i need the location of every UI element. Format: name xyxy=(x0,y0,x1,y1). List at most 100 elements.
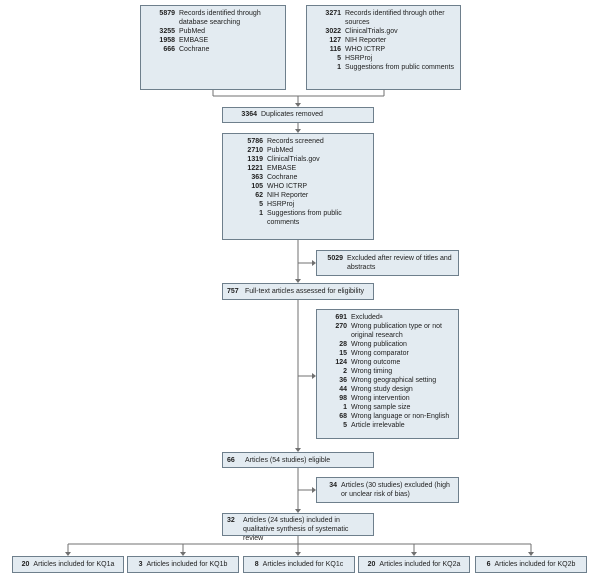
arrow xyxy=(528,552,534,556)
footnote-marker: a xyxy=(379,314,383,320)
label: Wrong geographical setting xyxy=(351,377,437,384)
count: 270 xyxy=(335,323,347,330)
arrow xyxy=(65,552,71,556)
label: Suggestions from public comments xyxy=(345,64,454,71)
label: Articles (24 studies) included in qualit… xyxy=(243,517,349,542)
count: 116 xyxy=(329,46,341,53)
label: Records identified through database sear… xyxy=(179,10,261,26)
label: ClinicalTrials.gov xyxy=(267,156,320,163)
count: 66 xyxy=(227,457,235,464)
label: PubMed xyxy=(179,28,206,35)
count: 2710 xyxy=(247,147,263,154)
count: 1 xyxy=(337,64,341,71)
label: Articles included for KQ1a xyxy=(33,561,115,568)
identified-database-box: 5879 Records identified through database … xyxy=(140,5,286,90)
count: 124 xyxy=(335,359,347,366)
count: 1221 xyxy=(247,165,263,172)
count: 3364 xyxy=(241,111,257,118)
identified-other-box: 3271 Records identified through other sou… xyxy=(306,5,461,90)
label: EMBASE xyxy=(267,165,297,172)
count: 3022 xyxy=(325,28,341,35)
label: Articles included for KQ2b xyxy=(494,561,576,568)
count: 20 xyxy=(21,561,30,568)
count: 1958 xyxy=(159,37,175,44)
count: 5786 xyxy=(247,138,263,145)
label: Records screened xyxy=(267,138,324,145)
count: 1 xyxy=(259,210,263,217)
duplicates-box: 3364 Duplicates removed xyxy=(222,107,374,123)
label: Wrong timing xyxy=(351,368,393,375)
arrow xyxy=(295,509,301,513)
label: ClinicalTrials.gov xyxy=(345,28,398,35)
label: Excluded after review of titles and abst… xyxy=(347,255,452,271)
count: 3 xyxy=(138,561,143,568)
eligible-box: 66 Articles (54 studies) eligible xyxy=(222,452,374,468)
count: 666 xyxy=(163,46,175,53)
count: 127 xyxy=(329,37,341,44)
label: Articles included for KQ1b xyxy=(146,561,228,568)
label: Records identified through other sources xyxy=(345,10,445,26)
count: 2 xyxy=(343,368,347,375)
label: Cochrane xyxy=(267,174,298,181)
count: 6 xyxy=(486,561,491,568)
label: WHO ICTRP xyxy=(345,46,386,53)
label: Articles included for KQ2a xyxy=(379,561,461,568)
count: 8 xyxy=(254,561,259,568)
excluded-bias-box: 34 Articles (30 studies) excluded (high o… xyxy=(316,477,459,503)
label: Wrong sample size xyxy=(351,404,411,411)
count: 691 xyxy=(335,314,347,321)
count: 98 xyxy=(339,395,347,402)
count: 44 xyxy=(339,386,347,393)
count: 32 xyxy=(227,517,235,524)
excluded-titles-box: 5029 Excluded after review of titles and … xyxy=(316,250,459,276)
label: Articles (54 studies) eligible xyxy=(245,457,331,464)
label: Wrong publication xyxy=(351,341,407,348)
count: 1319 xyxy=(247,156,263,163)
label: Articles included for KQ1c xyxy=(262,561,344,568)
count: 34 xyxy=(329,482,337,489)
label: Duplicates removed xyxy=(261,111,323,118)
label: NIH Reporter xyxy=(267,192,309,199)
count: 36 xyxy=(339,377,347,384)
label: Article irrelevable xyxy=(351,422,405,429)
count: 15 xyxy=(339,350,347,357)
label: WHO ICTRP xyxy=(267,183,308,190)
label: HSRProj xyxy=(267,201,295,208)
label: Wrong intervention xyxy=(351,395,410,402)
count: 1 xyxy=(343,404,347,411)
count: 757 xyxy=(227,288,239,295)
fulltext-box: 757 Full-text articles assessed for eligi… xyxy=(222,283,374,300)
label: Suggestions from public comments xyxy=(267,210,342,226)
arrow xyxy=(312,260,316,266)
count: 5 xyxy=(343,422,347,429)
label: HSRProj xyxy=(345,55,373,62)
label: NIH Reporter xyxy=(345,37,387,44)
count: 5029 xyxy=(327,255,343,262)
count: 5 xyxy=(259,201,263,208)
count: 3271 xyxy=(325,10,341,17)
count: 5 xyxy=(337,55,341,62)
label: Articles (30 studies) excluded (high or … xyxy=(341,482,450,498)
label: Wrong language or non-English xyxy=(351,413,450,420)
label: Wrong comparator xyxy=(351,350,409,357)
count: 5879 xyxy=(159,10,175,17)
label: Wrong study design xyxy=(351,386,413,393)
label: EMBASE xyxy=(179,37,209,44)
count: 68 xyxy=(339,413,347,420)
count: 363 xyxy=(251,174,263,181)
label: Full-text articles assessed for eligibil… xyxy=(245,288,365,295)
count: 3255 xyxy=(159,28,175,35)
arrow xyxy=(295,279,301,283)
arrow xyxy=(295,552,301,556)
arrow xyxy=(180,552,186,556)
included-box: 32 Articles (24 studies) included in qual… xyxy=(222,513,374,542)
